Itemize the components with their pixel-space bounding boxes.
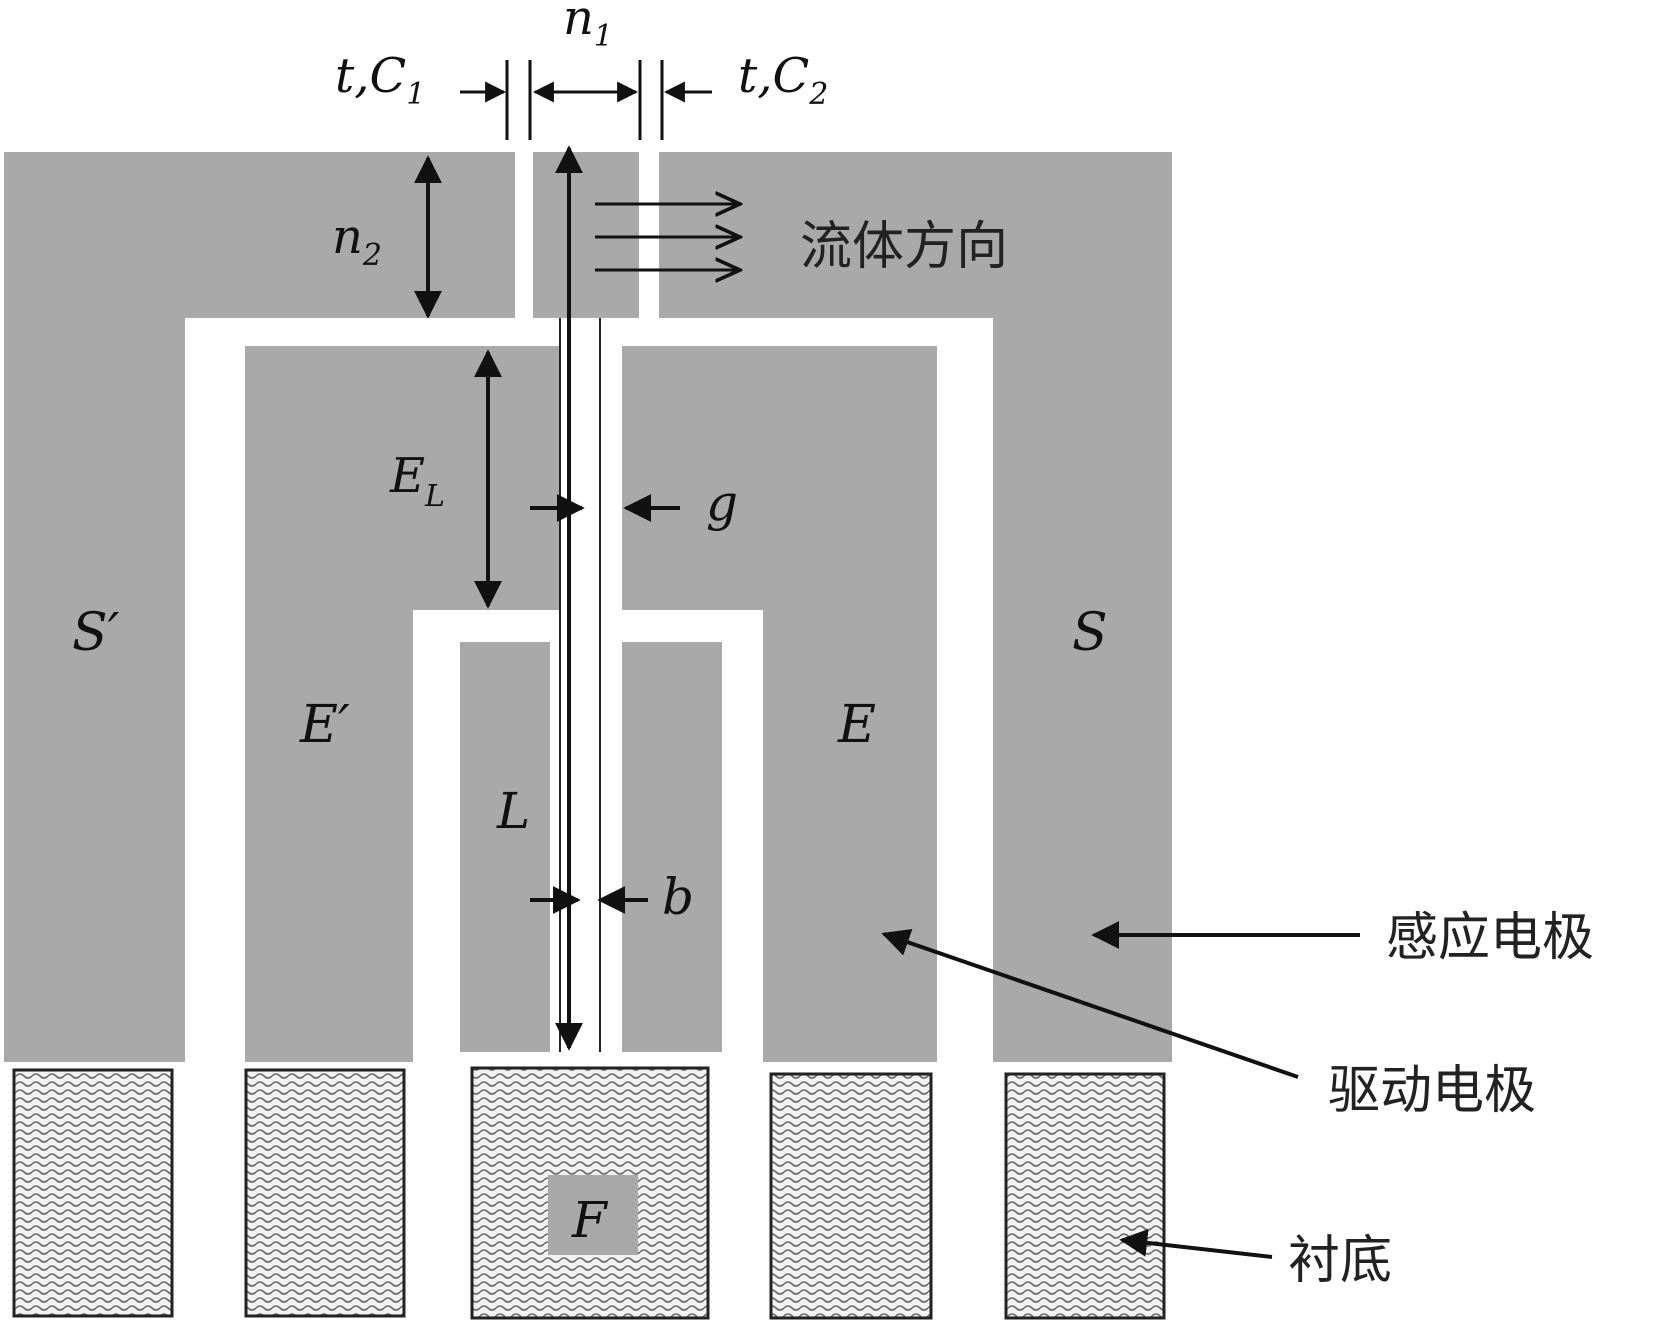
beam-block-left: [460, 642, 550, 1052]
substrate-pointer: [1119, 1228, 1273, 1259]
n1-label: n1: [563, 0, 613, 54]
substrate-block-1: [12, 1068, 174, 1318]
s-label: S: [1072, 603, 1108, 663]
driving-electrode-e: [622, 346, 937, 1062]
l-label: L: [496, 782, 530, 840]
el-label: EL: [389, 448, 445, 514]
f-label-box: [548, 1175, 638, 1255]
t-c2-label: t,C2: [738, 48, 828, 112]
n2-label: n2: [332, 209, 382, 273]
e-label: E: [837, 695, 876, 755]
s-prime-label: S′: [72, 603, 120, 663]
center-top-segment: [533, 152, 639, 318]
flow-direction-label: 流体方向: [800, 217, 1008, 277]
substrate-label: 衬底: [1288, 1231, 1392, 1291]
substrate-block-3: [470, 1066, 710, 1320]
substrate-block-4: [769, 1072, 933, 1320]
t-c1-label: t,C1: [335, 48, 425, 112]
e-prime-label: E′: [299, 695, 350, 755]
driving-electrode-pointer: [881, 928, 1299, 1079]
f-label: F: [571, 1191, 609, 1249]
substrate-block-2: [244, 1068, 406, 1318]
g-label: g: [706, 474, 738, 532]
b-label: b: [662, 868, 694, 926]
substrate-block-5: [1004, 1072, 1166, 1320]
sensing-electrode-s: [659, 152, 1172, 1062]
sensing-electrode-label: 感应电极: [1386, 908, 1594, 968]
beam-block-right: [622, 642, 722, 1052]
driving-electrode-label: 驱动电极: [1328, 1061, 1536, 1121]
sensing-electrode-s-prime: [4, 152, 515, 1062]
